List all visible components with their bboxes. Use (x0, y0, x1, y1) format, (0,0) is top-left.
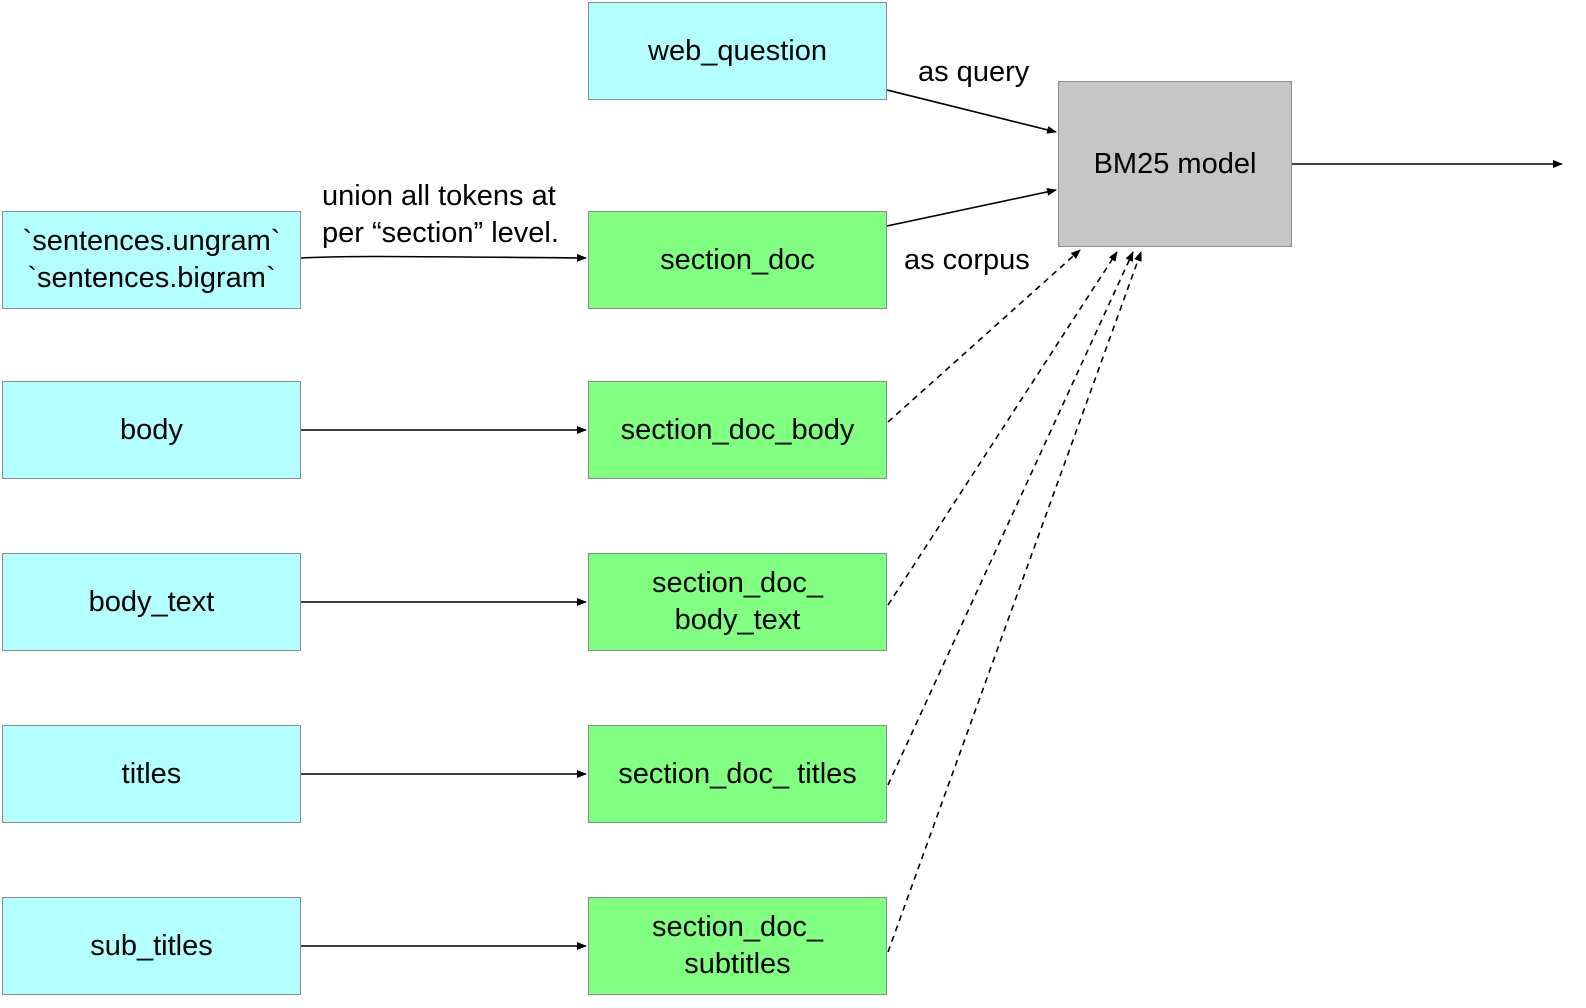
edge-sentences-to-section-doc (300, 253, 587, 262)
node-section-doc-body: section_doc_body (588, 381, 887, 479)
edge-web-question-to-bm25-model (886, 89, 1057, 134)
node-section-doc-titles: section_doc_ titles (588, 725, 887, 823)
edge-label-as-corpus: as corpus (904, 244, 1030, 276)
node-section-doc-body-text: section_doc_ body_text (588, 553, 887, 651)
node-web-question: web_question (588, 2, 887, 100)
edge-section-doc-body-to-bm25-model (887, 249, 1081, 423)
edge-label-as-query: as query (918, 56, 1030, 88)
node-section-doc: section_doc (588, 211, 887, 309)
edge-label-union: union all tokens at per “section” level. (322, 180, 559, 249)
edge-section-doc-to-bm25-model (886, 187, 1057, 227)
node-section-doc-subtitles: section_doc_ subtitles (588, 897, 887, 995)
node-sub-titles: sub_titles (2, 897, 301, 995)
edge-section-doc-subtitles-to-bm25-model (887, 251, 1142, 953)
node-bm25-model: BM25 model (1058, 81, 1292, 247)
node-titles: titles (2, 725, 301, 823)
edge-section-doc-titles-to-bm25-model (887, 251, 1134, 786)
edge-section-doc-body-text-to-bm25-model (887, 251, 1118, 606)
node-body: body (2, 381, 301, 479)
node-body-text: body_text (2, 553, 301, 651)
node-sentences: `sentences.ungram` `sentences.bigram` (2, 211, 301, 309)
